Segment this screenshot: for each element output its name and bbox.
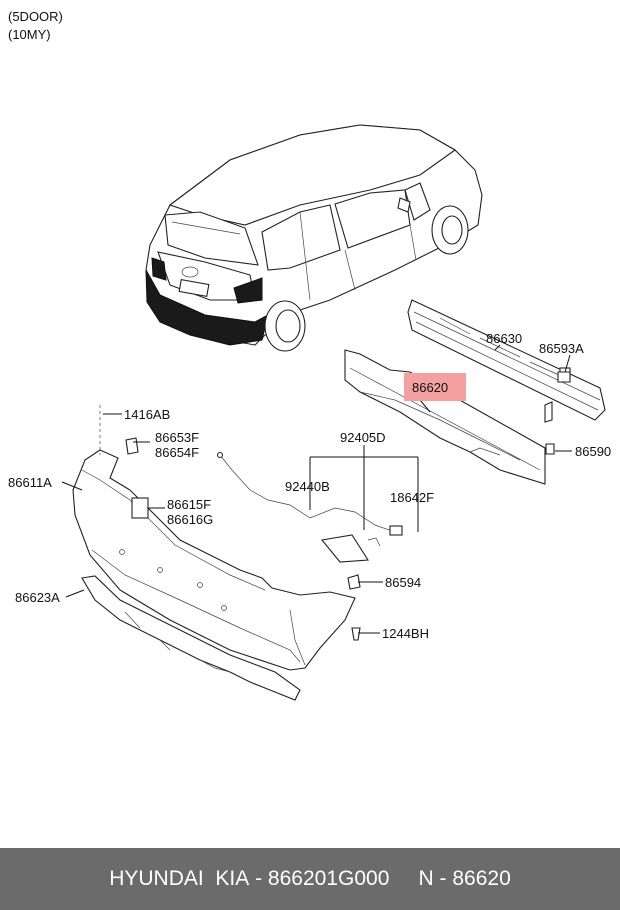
footer-ref-number: 86620 xyxy=(452,867,511,890)
header-5door: (5DOOR) xyxy=(8,9,63,24)
footer-ref-prefix: N - xyxy=(389,867,453,890)
footer-part-number: 866201G000 xyxy=(267,867,390,890)
energy-absorber-86620 xyxy=(344,349,546,485)
highlight-86620 xyxy=(404,373,466,401)
label-86611A: 86611A xyxy=(8,475,52,490)
label-86623A: 86623A xyxy=(15,590,60,605)
header-10my: (10MY) xyxy=(8,27,51,42)
wiring-harness-92405D xyxy=(216,451,403,563)
footer-separator: - xyxy=(249,867,268,890)
bracket-86593A xyxy=(557,371,571,383)
part-footer-bar: HYUNDAI KIA - 866201G000 N - 86620 xyxy=(0,848,620,910)
label-92405D: 92405D xyxy=(340,430,386,445)
label-86653F: 86653F xyxy=(155,430,199,445)
footer-brand: HYUNDAI KIA xyxy=(109,867,250,890)
rear-beam-86630 xyxy=(407,299,606,423)
label-86616G: 86616G xyxy=(167,512,213,527)
label-86615F: 86615F xyxy=(167,497,211,512)
leader-lines xyxy=(61,344,572,634)
bolt-86590 xyxy=(545,443,555,455)
label-1416AB: 1416AB xyxy=(124,407,170,422)
label-18642F: 18642F xyxy=(390,490,434,505)
label-86630: 86630 xyxy=(486,331,522,346)
bolt-1244BH xyxy=(351,627,361,641)
clip-86594 xyxy=(347,574,361,590)
label-92440B: 92440B xyxy=(285,479,330,494)
label-86593A: 86593A xyxy=(539,341,584,356)
car-illustration xyxy=(145,124,483,352)
label-86654F: 86654F xyxy=(155,445,199,460)
lower-diffuser-86623A xyxy=(81,575,301,701)
label-86620: 86620 xyxy=(412,380,448,395)
bumper-cover-86611A xyxy=(72,437,356,671)
parts-diagram: (5DOOR) (10MY) xyxy=(8,9,611,701)
label-1244BH: 1244BH xyxy=(382,626,429,641)
label-86594: 86594 xyxy=(385,575,421,590)
label-86590: 86590 xyxy=(575,444,611,459)
